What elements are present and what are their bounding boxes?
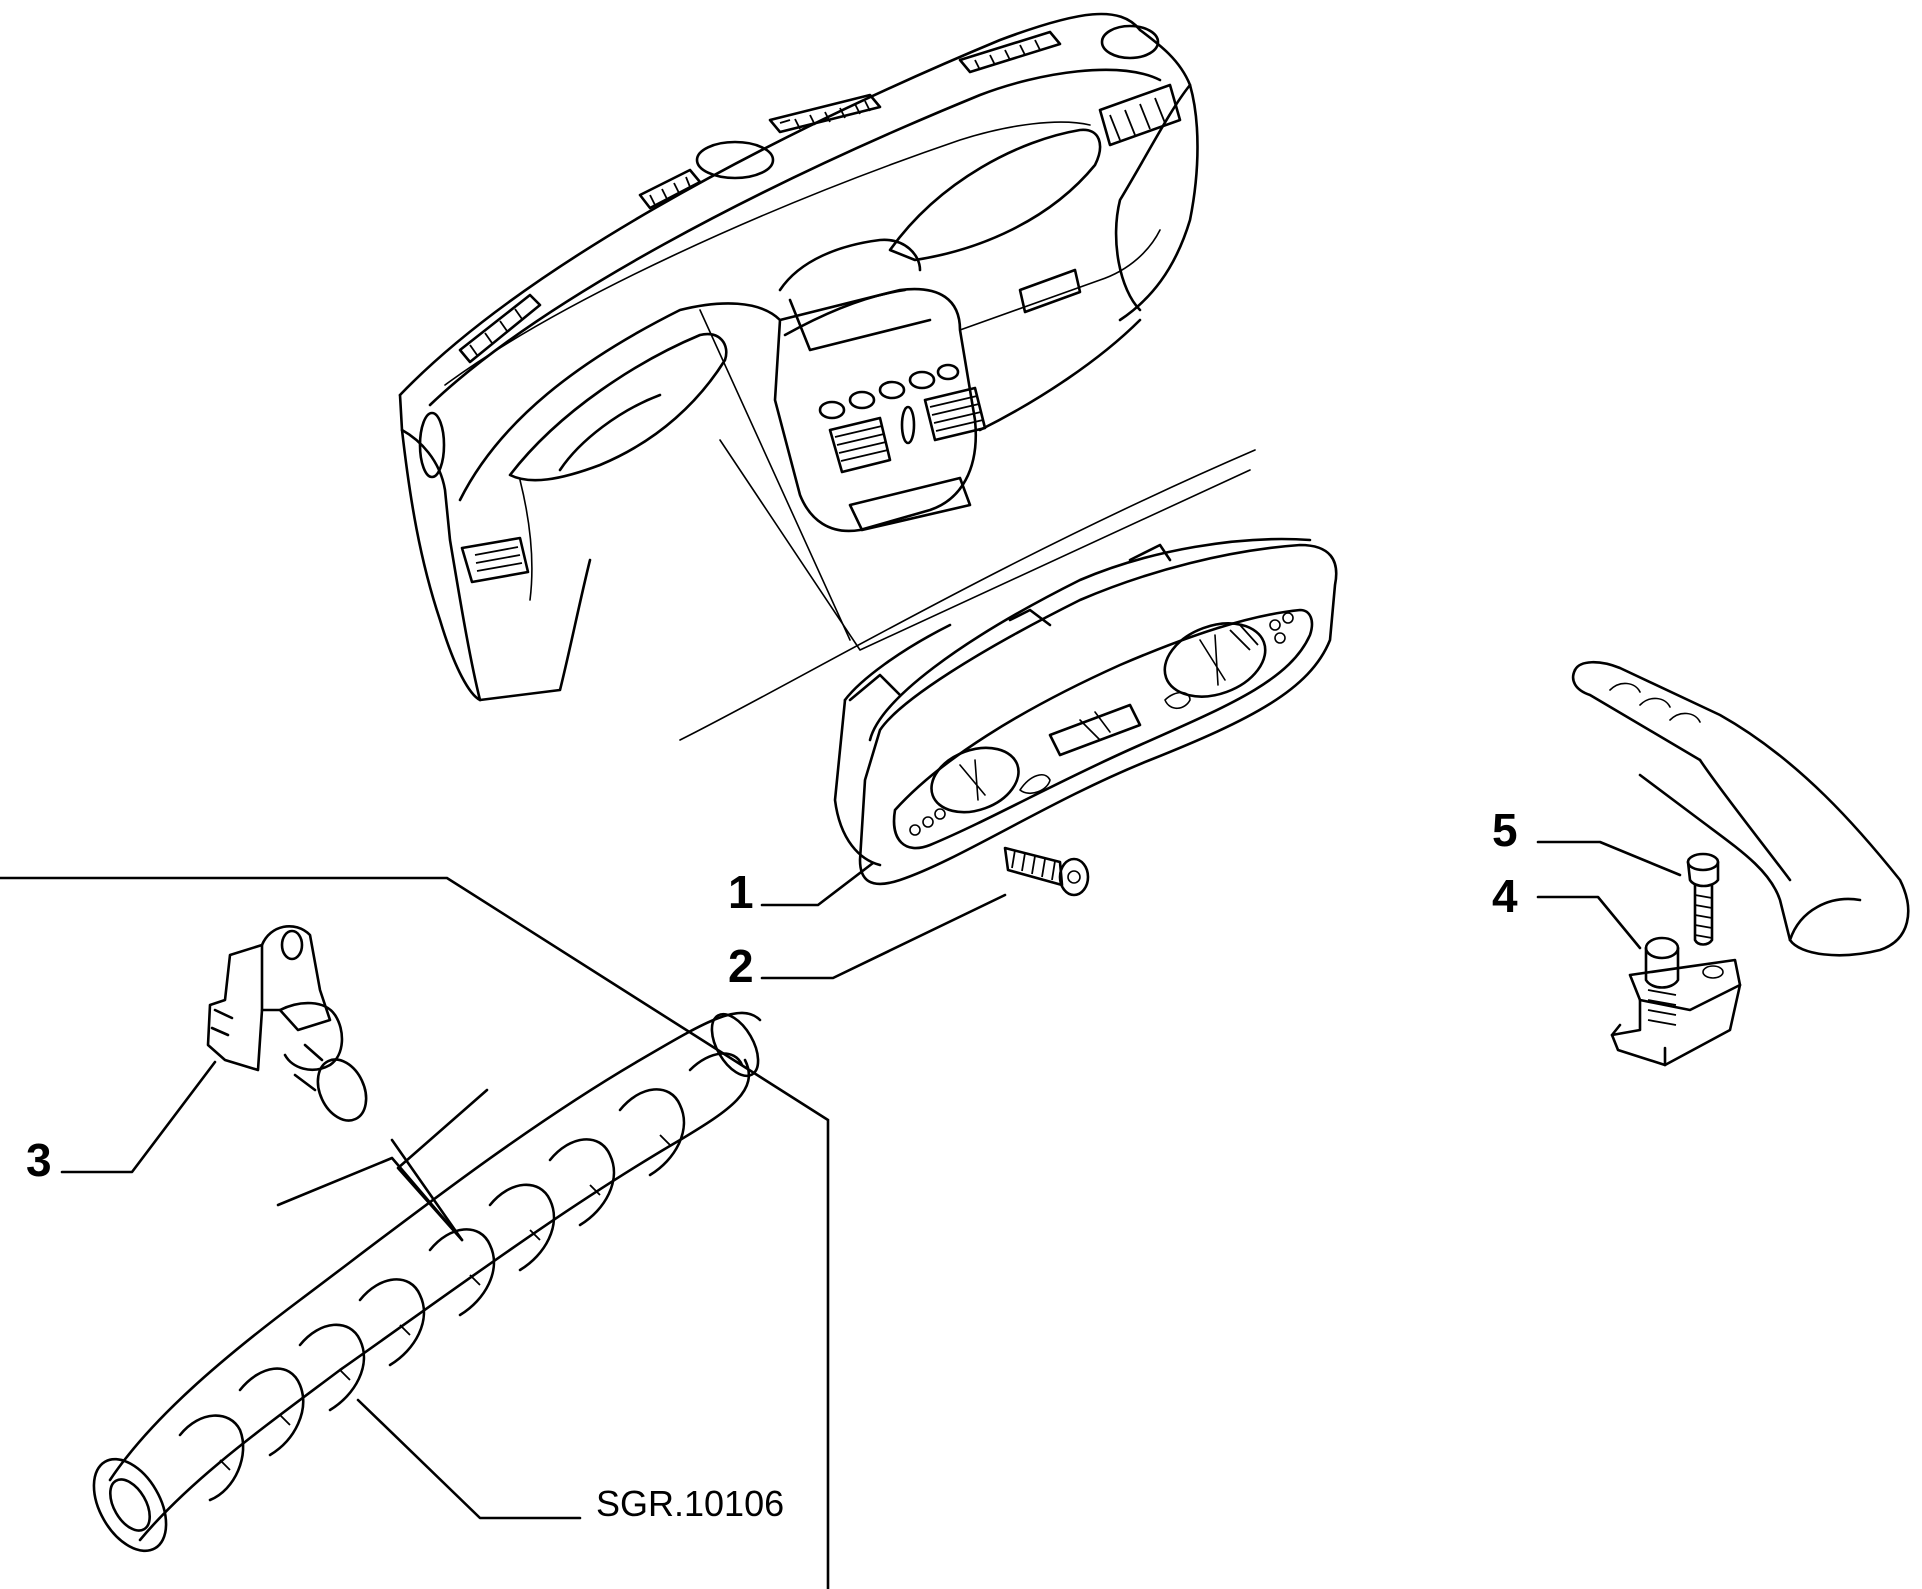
leader-code [356, 1398, 582, 1520]
drawing-code: SGR.10106 [596, 1483, 784, 1524]
handbrake-lever-icon [1571, 660, 1910, 957]
leader-4 [1536, 895, 1642, 950]
callout-1: 1 [728, 866, 754, 918]
leader-1 [760, 861, 875, 907]
callout-4: 4 [1492, 870, 1518, 922]
callout-5: 5 [1492, 804, 1518, 856]
callout-3: 3 [26, 1134, 52, 1186]
camshaft-pointer [276, 1088, 489, 1242]
callout-2: 2 [728, 940, 754, 992]
camshaft-icon [92, 1011, 762, 1553]
screw-icon [1003, 846, 1090, 897]
bolt-icon [1686, 852, 1720, 946]
camshaft-sensor-icon [206, 925, 368, 1122]
leader-2 [760, 893, 1007, 980]
leader-3 [60, 1060, 217, 1174]
switch-bracket-icon [1610, 936, 1742, 1067]
leader-lines [60, 840, 1682, 1520]
instrument-cluster-icon [833, 537, 1338, 886]
detail-frame [0, 876, 830, 1589]
leader-5 [1536, 840, 1682, 877]
dashboard-assembly-icon [398, 12, 1256, 741]
